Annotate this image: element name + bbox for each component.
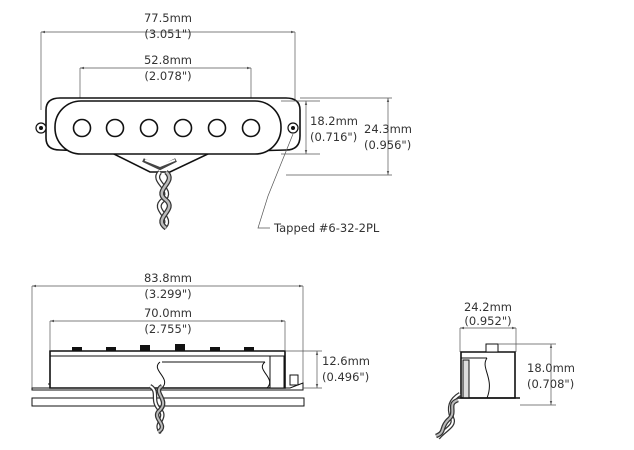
end-view: 24.2mm (0.952") 18.0mm (0.708") [435,300,575,440]
pickup-cover [54,100,282,155]
end-lead-wires [435,392,462,440]
cover-length-in: (2.755") [144,322,191,336]
end-width-mm: 24.2mm [464,300,512,314]
side-cover [49,350,286,389]
side-view: 83.8mm (3.299") 70.0mm (2.755") [31,271,370,434]
side-pole-tops [72,344,254,351]
base-width-mm: 24.3mm [364,122,412,136]
top-length-in: (3.051") [144,27,191,41]
side-height-in: (0.496") [322,370,369,384]
guitar-top-plate [31,397,305,407]
base-width-in: (0.956") [364,138,411,152]
side-height-mm: 12.6mm [322,354,370,368]
tapped-hole-note: Tapped #6-32-2PL [273,221,380,235]
top-view: 77.5mm (3.051") 52.8mm (2.078") [35,11,412,235]
pole-pieces [72,118,261,138]
side-lead-wires [148,384,166,434]
end-height-in: (0.708") [527,377,574,391]
pole-spacing-mm: 52.8mm [144,53,192,67]
end-width-in: (0.952") [464,314,511,328]
twisted-lead-wires [155,170,172,231]
pole-spacing-in: (2.078") [144,69,191,83]
cover-width-mm: 18.2mm [310,114,358,128]
cover-width-in: (0.716") [310,130,357,144]
top-length-mm: 77.5mm [144,11,192,25]
cover-length-mm: 70.0mm [144,306,192,320]
end-height-mm: 18.0mm [527,361,575,375]
side-length-in: (3.299") [144,287,191,301]
tapped-hole-leader [257,133,294,229]
side-mount-tab [289,374,299,386]
side-length-mm: 83.8mm [144,271,192,285]
